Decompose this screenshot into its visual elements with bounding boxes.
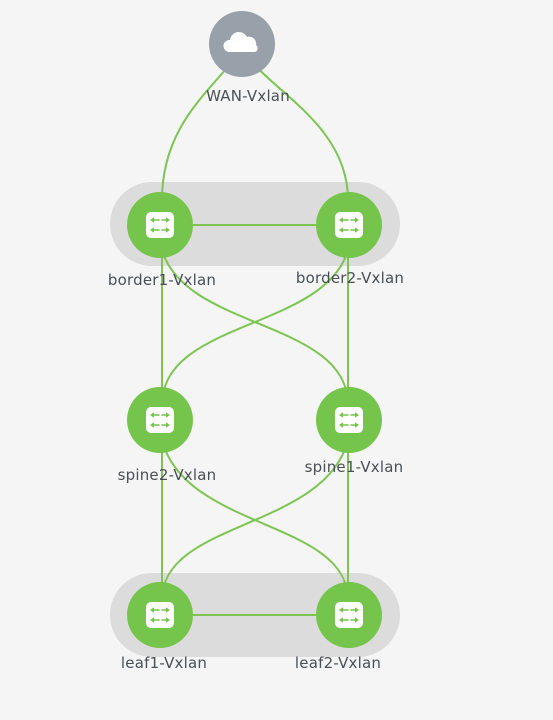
switch-icon xyxy=(145,211,175,239)
link-wan-border1[interactable] xyxy=(161,61,233,201)
switch-icon xyxy=(334,601,364,629)
node-wan[interactable]: WAN-Vxlan xyxy=(206,11,290,105)
node-border2[interactable]: border2-Vxlan xyxy=(296,192,404,287)
node-spine2[interactable]: spine2-Vxlan xyxy=(118,387,217,484)
link-border1-spine1[interactable] xyxy=(161,249,349,406)
link-spine1-leaf1[interactable] xyxy=(161,439,349,601)
wan-label: WAN-Vxlan xyxy=(206,87,290,105)
border2-label: border2-Vxlan xyxy=(296,269,404,287)
switch-icon xyxy=(145,601,175,629)
link-border2-spine2[interactable] xyxy=(161,249,349,406)
spine1-label: spine1-Vxlan xyxy=(305,458,404,476)
border1-label: border1-Vxlan xyxy=(108,271,216,289)
node-leaf2[interactable]: leaf2-Vxlan xyxy=(295,582,382,672)
node-border1[interactable]: border1-Vxlan xyxy=(108,192,216,289)
links xyxy=(161,61,349,616)
link-wan-border2[interactable] xyxy=(251,61,349,201)
leaf1-label: leaf1-Vxlan xyxy=(121,654,207,672)
spine2-label: spine2-Vxlan xyxy=(118,466,217,484)
switch-icon xyxy=(334,211,364,239)
node-leaf1[interactable]: leaf1-Vxlan xyxy=(121,582,207,672)
link-spine2-leaf2[interactable] xyxy=(161,439,349,601)
leaf2-label: leaf2-Vxlan xyxy=(295,654,381,672)
switch-icon xyxy=(334,406,364,434)
node-spine1[interactable]: spine1-Vxlan xyxy=(305,387,404,476)
switch-icon xyxy=(145,406,175,434)
cloud-icon xyxy=(223,32,258,52)
